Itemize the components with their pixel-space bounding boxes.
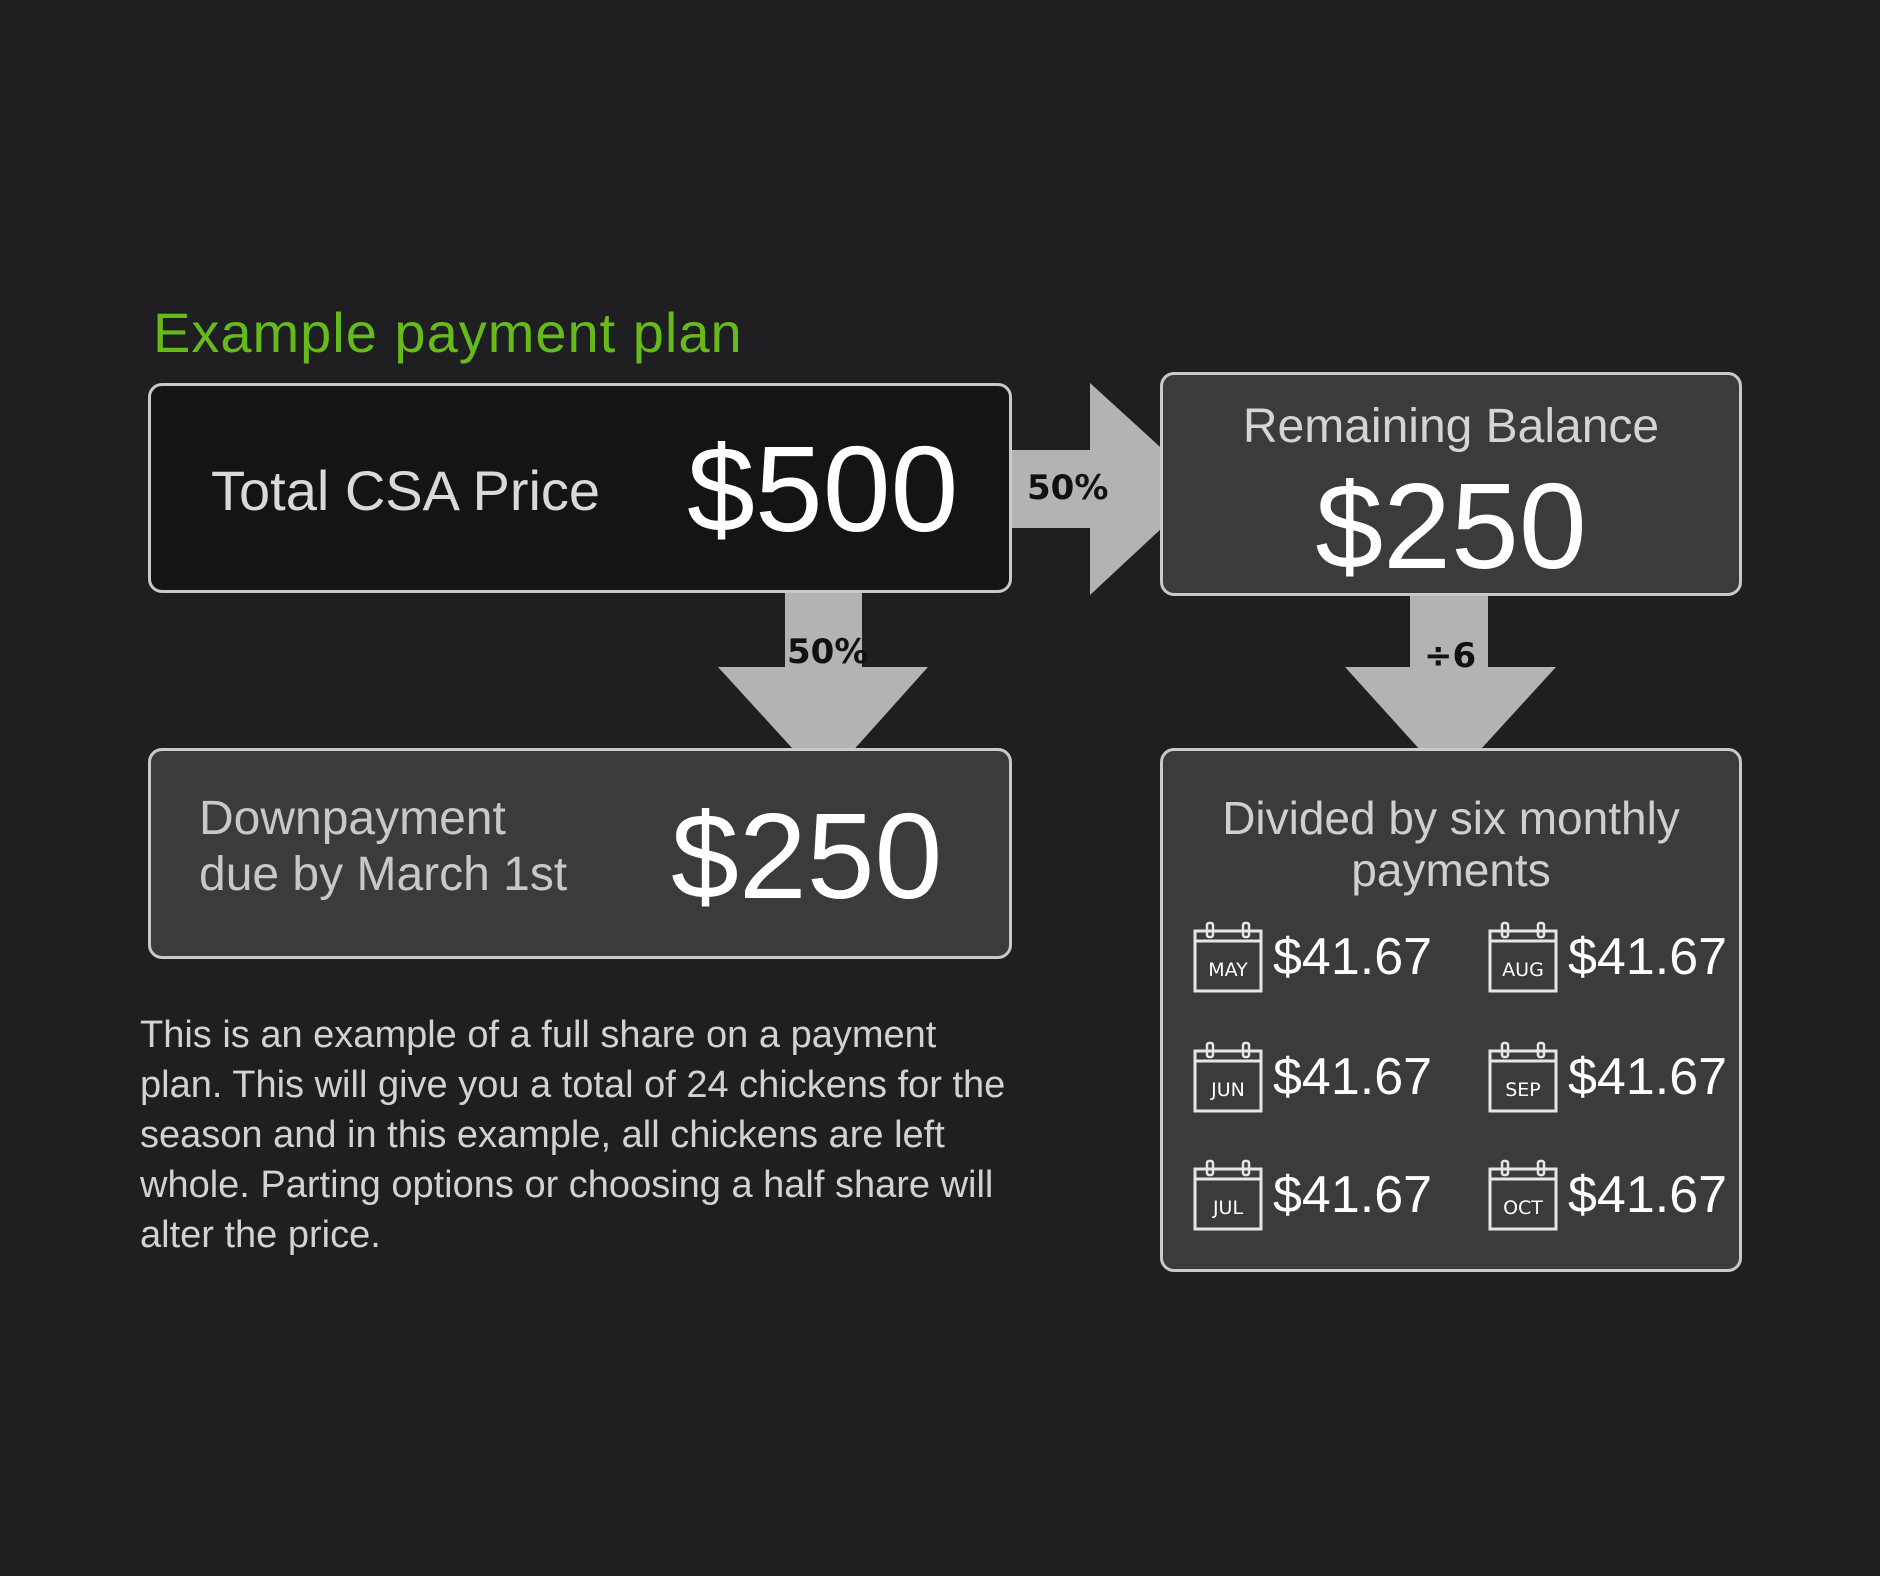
monthly-payment-item: MAY $41.67 xyxy=(1193,921,1432,993)
calendar-icon: AUG xyxy=(1488,921,1558,993)
monthly-payment-item: JUN $41.67 xyxy=(1193,1041,1432,1113)
arrow-down-right xyxy=(1345,594,1556,783)
calendar-month-label: JUN xyxy=(1210,1079,1245,1101)
monthly-payment-amount: $41.67 xyxy=(1568,928,1728,986)
calendar-month-label: JUL xyxy=(1212,1197,1244,1219)
calendar-icon: OCT xyxy=(1488,1159,1558,1231)
monthly-payment-amount: $41.67 xyxy=(1273,928,1433,986)
arrow-right xyxy=(1010,383,1205,595)
monthly-payment-amount: $41.67 xyxy=(1273,1048,1433,1106)
arrow-down-left xyxy=(718,592,928,783)
calendar-icon: JUL xyxy=(1193,1159,1263,1231)
monthly-payment-item: JUL $41.67 xyxy=(1193,1159,1432,1231)
calendar-icon: SEP xyxy=(1488,1041,1558,1113)
downpayment-label-line1: Downpayment xyxy=(199,792,506,845)
calendar-month-label: SEP xyxy=(1505,1079,1541,1101)
downpayment-label-line2: due by March 1st xyxy=(199,848,568,901)
description-text: This is an example of a full share on a … xyxy=(140,1014,1006,1256)
arrow-divide-label: ÷6 xyxy=(1424,636,1477,676)
total-price-box: Total CSA Price $500 xyxy=(148,383,1012,593)
page-title: Example payment plan xyxy=(153,301,743,364)
monthly-payments-box: Divided by six monthly payments MAY $41.6… xyxy=(1160,748,1742,1272)
monthly-payment-amount: $41.67 xyxy=(1568,1048,1728,1106)
calendar-icon: JUN xyxy=(1193,1041,1263,1113)
downpayment-box: Downpayment due by March 1st $250 xyxy=(148,748,1012,959)
monthly-payment-item: SEP $41.67 xyxy=(1488,1041,1727,1113)
remaining-balance-amount: $250 xyxy=(1315,458,1587,594)
arrow-down-left-label: 50% xyxy=(787,632,869,672)
arrow-right-label: 50% xyxy=(1027,468,1109,508)
monthly-payment-amount: $41.67 xyxy=(1568,1166,1728,1224)
total-price-amount: $500 xyxy=(687,421,959,557)
downpayment-amount: $250 xyxy=(671,788,943,924)
monthly-heading-line1: Divided by six monthly xyxy=(1222,792,1680,844)
monthly-payment-item: AUG $41.67 xyxy=(1488,921,1727,993)
monthly-payment-item: OCT $41.67 xyxy=(1488,1159,1727,1231)
remaining-balance-box: Remaining Balance $250 xyxy=(1160,372,1742,596)
calendar-icon: MAY xyxy=(1193,921,1263,993)
total-price-label: Total CSA Price xyxy=(211,459,601,522)
calendar-month-label: AUG xyxy=(1502,959,1544,981)
monthly-heading-line2: payments xyxy=(1351,844,1551,896)
monthly-payment-amount: $41.67 xyxy=(1273,1166,1433,1224)
remaining-balance-label: Remaining Balance xyxy=(1242,400,1660,453)
calendar-month-label: MAY xyxy=(1208,959,1248,981)
calendar-month-label: OCT xyxy=(1503,1197,1543,1219)
